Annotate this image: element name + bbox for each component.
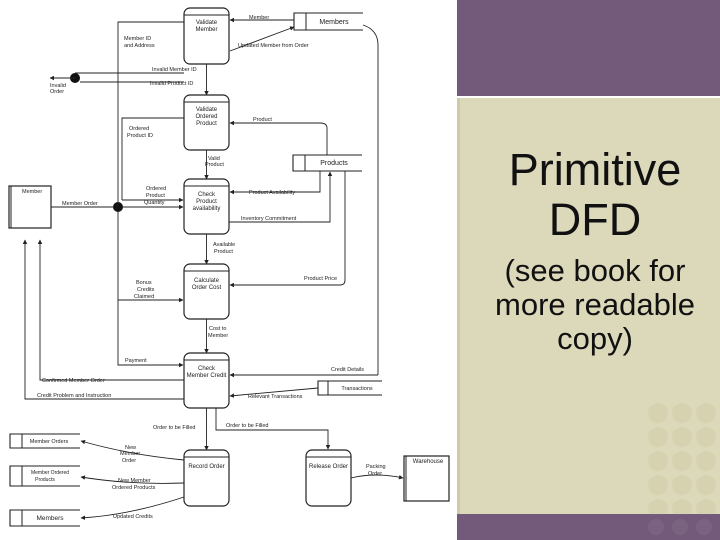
slide-title: Primitive DFD bbox=[508, 144, 682, 245]
process-check-product-availability: Check Product availability bbox=[183, 178, 230, 235]
flow-label-product: Product bbox=[253, 117, 272, 123]
svg-text:Product ID: Product ID bbox=[127, 133, 153, 139]
svg-text:Valid: Valid bbox=[208, 156, 220, 162]
svg-text:Member: Member bbox=[208, 333, 228, 339]
svg-text:Ordered Products: Ordered Products bbox=[112, 485, 156, 491]
datastore-member-orders: Member Orders bbox=[9, 433, 80, 449]
svg-text:Transactions: Transactions bbox=[341, 386, 373, 392]
svg-text:and Address: and Address bbox=[124, 43, 155, 49]
flow-label-confirmed-order: Confirmed Member Order bbox=[42, 378, 105, 384]
flow-label-relevant-transactions: Relevant Transactions bbox=[248, 394, 303, 400]
svg-text:Invalid: Invalid bbox=[50, 83, 66, 89]
svg-text:Order: Order bbox=[368, 471, 382, 477]
datastore-products: Products bbox=[292, 154, 362, 172]
svg-text:Order: Order bbox=[122, 458, 136, 464]
datastore-member-ordered-products: Member Ordered Products bbox=[9, 465, 80, 487]
svg-text:Member Credit: Member Credit bbox=[187, 373, 227, 379]
flow-label-invalid-member-id: Invalid Member ID bbox=[152, 67, 197, 73]
flow-label-product-price: Product Price bbox=[304, 276, 337, 282]
primitive-dfd-diagram: Validate Member Validate Ordered Product… bbox=[8, 7, 450, 527]
flow-label-product-availability: Product Availability bbox=[249, 190, 295, 196]
svg-text:Check: Check bbox=[198, 366, 216, 372]
svg-text:Cost to: Cost to bbox=[209, 326, 226, 332]
process-record-order: Record Order bbox=[183, 449, 230, 507]
svg-text:Member Ordered: Member Ordered bbox=[31, 470, 69, 476]
decor-dot bbox=[696, 519, 712, 535]
flow-label-member: Member bbox=[249, 15, 269, 21]
svg-text:Calculate: Calculate bbox=[194, 278, 220, 284]
flow-label-member-order: Member Order bbox=[62, 201, 98, 207]
svg-text:Claimed: Claimed bbox=[134, 294, 154, 300]
svg-text:Ordered: Ordered bbox=[146, 186, 166, 192]
svg-text:Members: Members bbox=[36, 515, 64, 522]
svg-text:Products: Products bbox=[35, 477, 55, 483]
flow-label-inventory-commitment: Inventory Commitment bbox=[241, 216, 297, 222]
svg-text:Warehouse: Warehouse bbox=[413, 459, 444, 465]
svg-text:Bonus: Bonus bbox=[136, 280, 152, 286]
process-validate-member: Validate Member bbox=[183, 7, 230, 65]
svg-text:Member: Member bbox=[120, 451, 140, 457]
entity-warehouse: Warehouse bbox=[403, 455, 450, 502]
flow-label-invalid-product-id: Invalid Product ID bbox=[150, 81, 193, 87]
flow-label-updated-member: Updated Member from Order bbox=[238, 43, 309, 49]
flow-label-updated-credits: Updated Credits bbox=[113, 514, 153, 520]
svg-text:availability: availability bbox=[193, 206, 221, 212]
svg-text:Ordered: Ordered bbox=[195, 114, 217, 120]
svg-text:Products: Products bbox=[320, 160, 348, 167]
flow-label-credit-details: Credit Details bbox=[331, 367, 364, 373]
svg-text:Quantity: Quantity bbox=[144, 200, 165, 206]
svg-text:Member: Member bbox=[22, 189, 42, 195]
process-release-order: Release Order bbox=[305, 449, 352, 507]
svg-text:Member Orders: Member Orders bbox=[30, 439, 69, 445]
flow-label-credit-problem: Credit Problem and Instruction bbox=[37, 393, 111, 399]
slide-subtitle: (see book for more readable copy) bbox=[495, 253, 695, 356]
svg-text:Packing: Packing bbox=[366, 464, 386, 470]
datastore-transactions: Transactions bbox=[317, 380, 382, 396]
svg-text:Product: Product bbox=[146, 193, 165, 199]
svg-text:Available: Available bbox=[213, 242, 235, 248]
datastore-members-bottom: Members bbox=[9, 509, 80, 527]
svg-text:New Member: New Member bbox=[118, 478, 151, 484]
flow-labels: Member Updated Member from Order Member … bbox=[37, 15, 386, 520]
flow-label-order-to-be-filled-1: Order to be Filled bbox=[153, 425, 196, 431]
svg-text:Product: Product bbox=[205, 162, 224, 168]
svg-text:Member: Member bbox=[195, 27, 217, 33]
svg-text:New: New bbox=[125, 445, 136, 451]
svg-text:Order Cost: Order Cost bbox=[192, 285, 222, 291]
svg-text:Members: Members bbox=[319, 19, 349, 26]
datastore-members-top: Members bbox=[293, 12, 363, 31]
svg-text:Member ID: Member ID bbox=[124, 36, 151, 42]
svg-text:Validate: Validate bbox=[196, 107, 218, 113]
svg-text:Product: Product bbox=[214, 249, 233, 255]
process-calculate-order-cost: Calculate Order Cost bbox=[183, 263, 230, 320]
decor-band-top bbox=[457, 0, 720, 96]
flow-lines bbox=[22, 17, 404, 520]
flow-label-payment: Payment bbox=[125, 358, 147, 364]
decor-dot bbox=[648, 519, 664, 535]
process-validate-ordered-product: Validate Ordered Product bbox=[183, 94, 230, 151]
svg-text:Check: Check bbox=[198, 192, 216, 198]
svg-text:Product: Product bbox=[196, 199, 217, 205]
svg-text:Ordered: Ordered bbox=[129, 126, 149, 132]
decor-dots bbox=[640, 395, 720, 515]
svg-text:Validate: Validate bbox=[196, 20, 218, 26]
flow-label-order-to-be-filled-2: Order to be Filled bbox=[226, 423, 269, 429]
svg-text:Credits: Credits bbox=[137, 287, 155, 293]
entity-member: Member bbox=[8, 185, 52, 229]
svg-text:Order: Order bbox=[50, 89, 64, 95]
svg-text:Product: Product bbox=[196, 121, 217, 127]
process-check-member-credit: Check Member Credit bbox=[183, 352, 230, 409]
svg-text:Release Order: Release Order bbox=[309, 464, 348, 470]
decor-dot bbox=[672, 519, 688, 535]
svg-text:Record Order: Record Order bbox=[188, 464, 224, 470]
